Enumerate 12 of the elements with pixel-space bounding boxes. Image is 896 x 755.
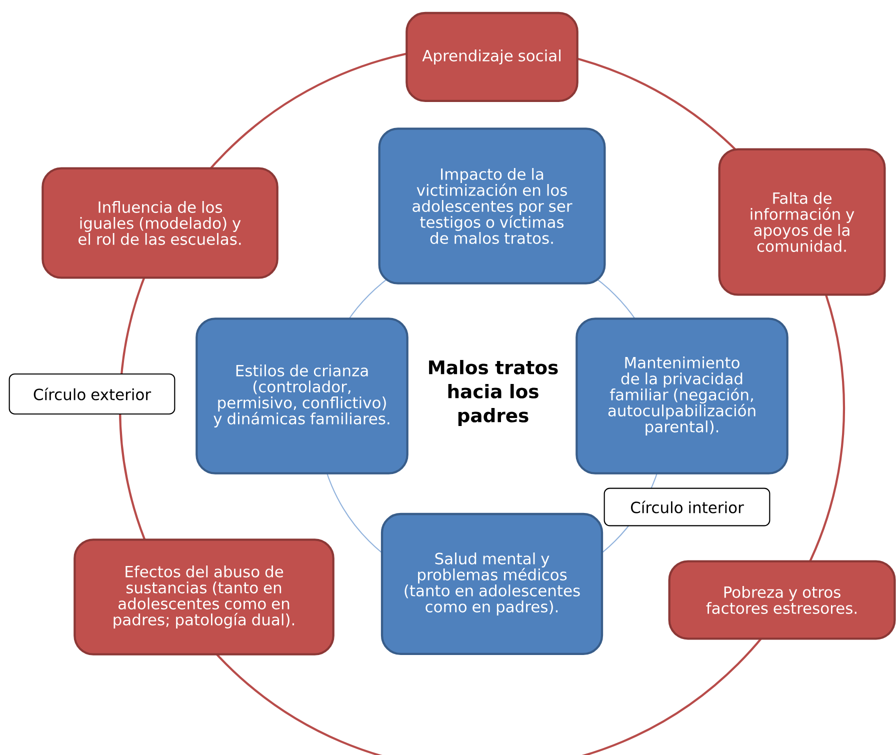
factor-box: Efectos del abuso de sustancias (tanto en adolescentes como en padres; patología dual). bbox=[74, 538, 334, 656]
factor-box: Mantenimiento de la privacidad familiar (negación, autoculpabilización parental). bbox=[576, 318, 788, 474]
factor-box: Salud mental y problemas médicos (tanto en adolescentes como en padres). bbox=[380, 512, 604, 656]
circle-label-box: Círculo exterior bbox=[8, 373, 176, 415]
factor-box: Falta de información y apoyos de la comunidad. bbox=[718, 148, 886, 296]
factor-box: Pobreza y otros factores estresores. bbox=[668, 560, 896, 640]
factor-box: Influencia de los iguales (modelado) y el rol de las escuelas. bbox=[42, 167, 278, 279]
factor-box: Estilos de crianza (controlador, permisivo, conflictivo) y dinámicas familiares. bbox=[196, 318, 408, 474]
factor-box: Aprendizaje social bbox=[406, 12, 578, 102]
circle-label-box: Círculo interior bbox=[604, 488, 770, 526]
center-title: Malos tratos hacia los padres bbox=[429, 360, 558, 426]
factor-box: Impacto de la victimización en los adolescentes por ser testigos o víctimas de malos tratos. bbox=[378, 128, 606, 284]
